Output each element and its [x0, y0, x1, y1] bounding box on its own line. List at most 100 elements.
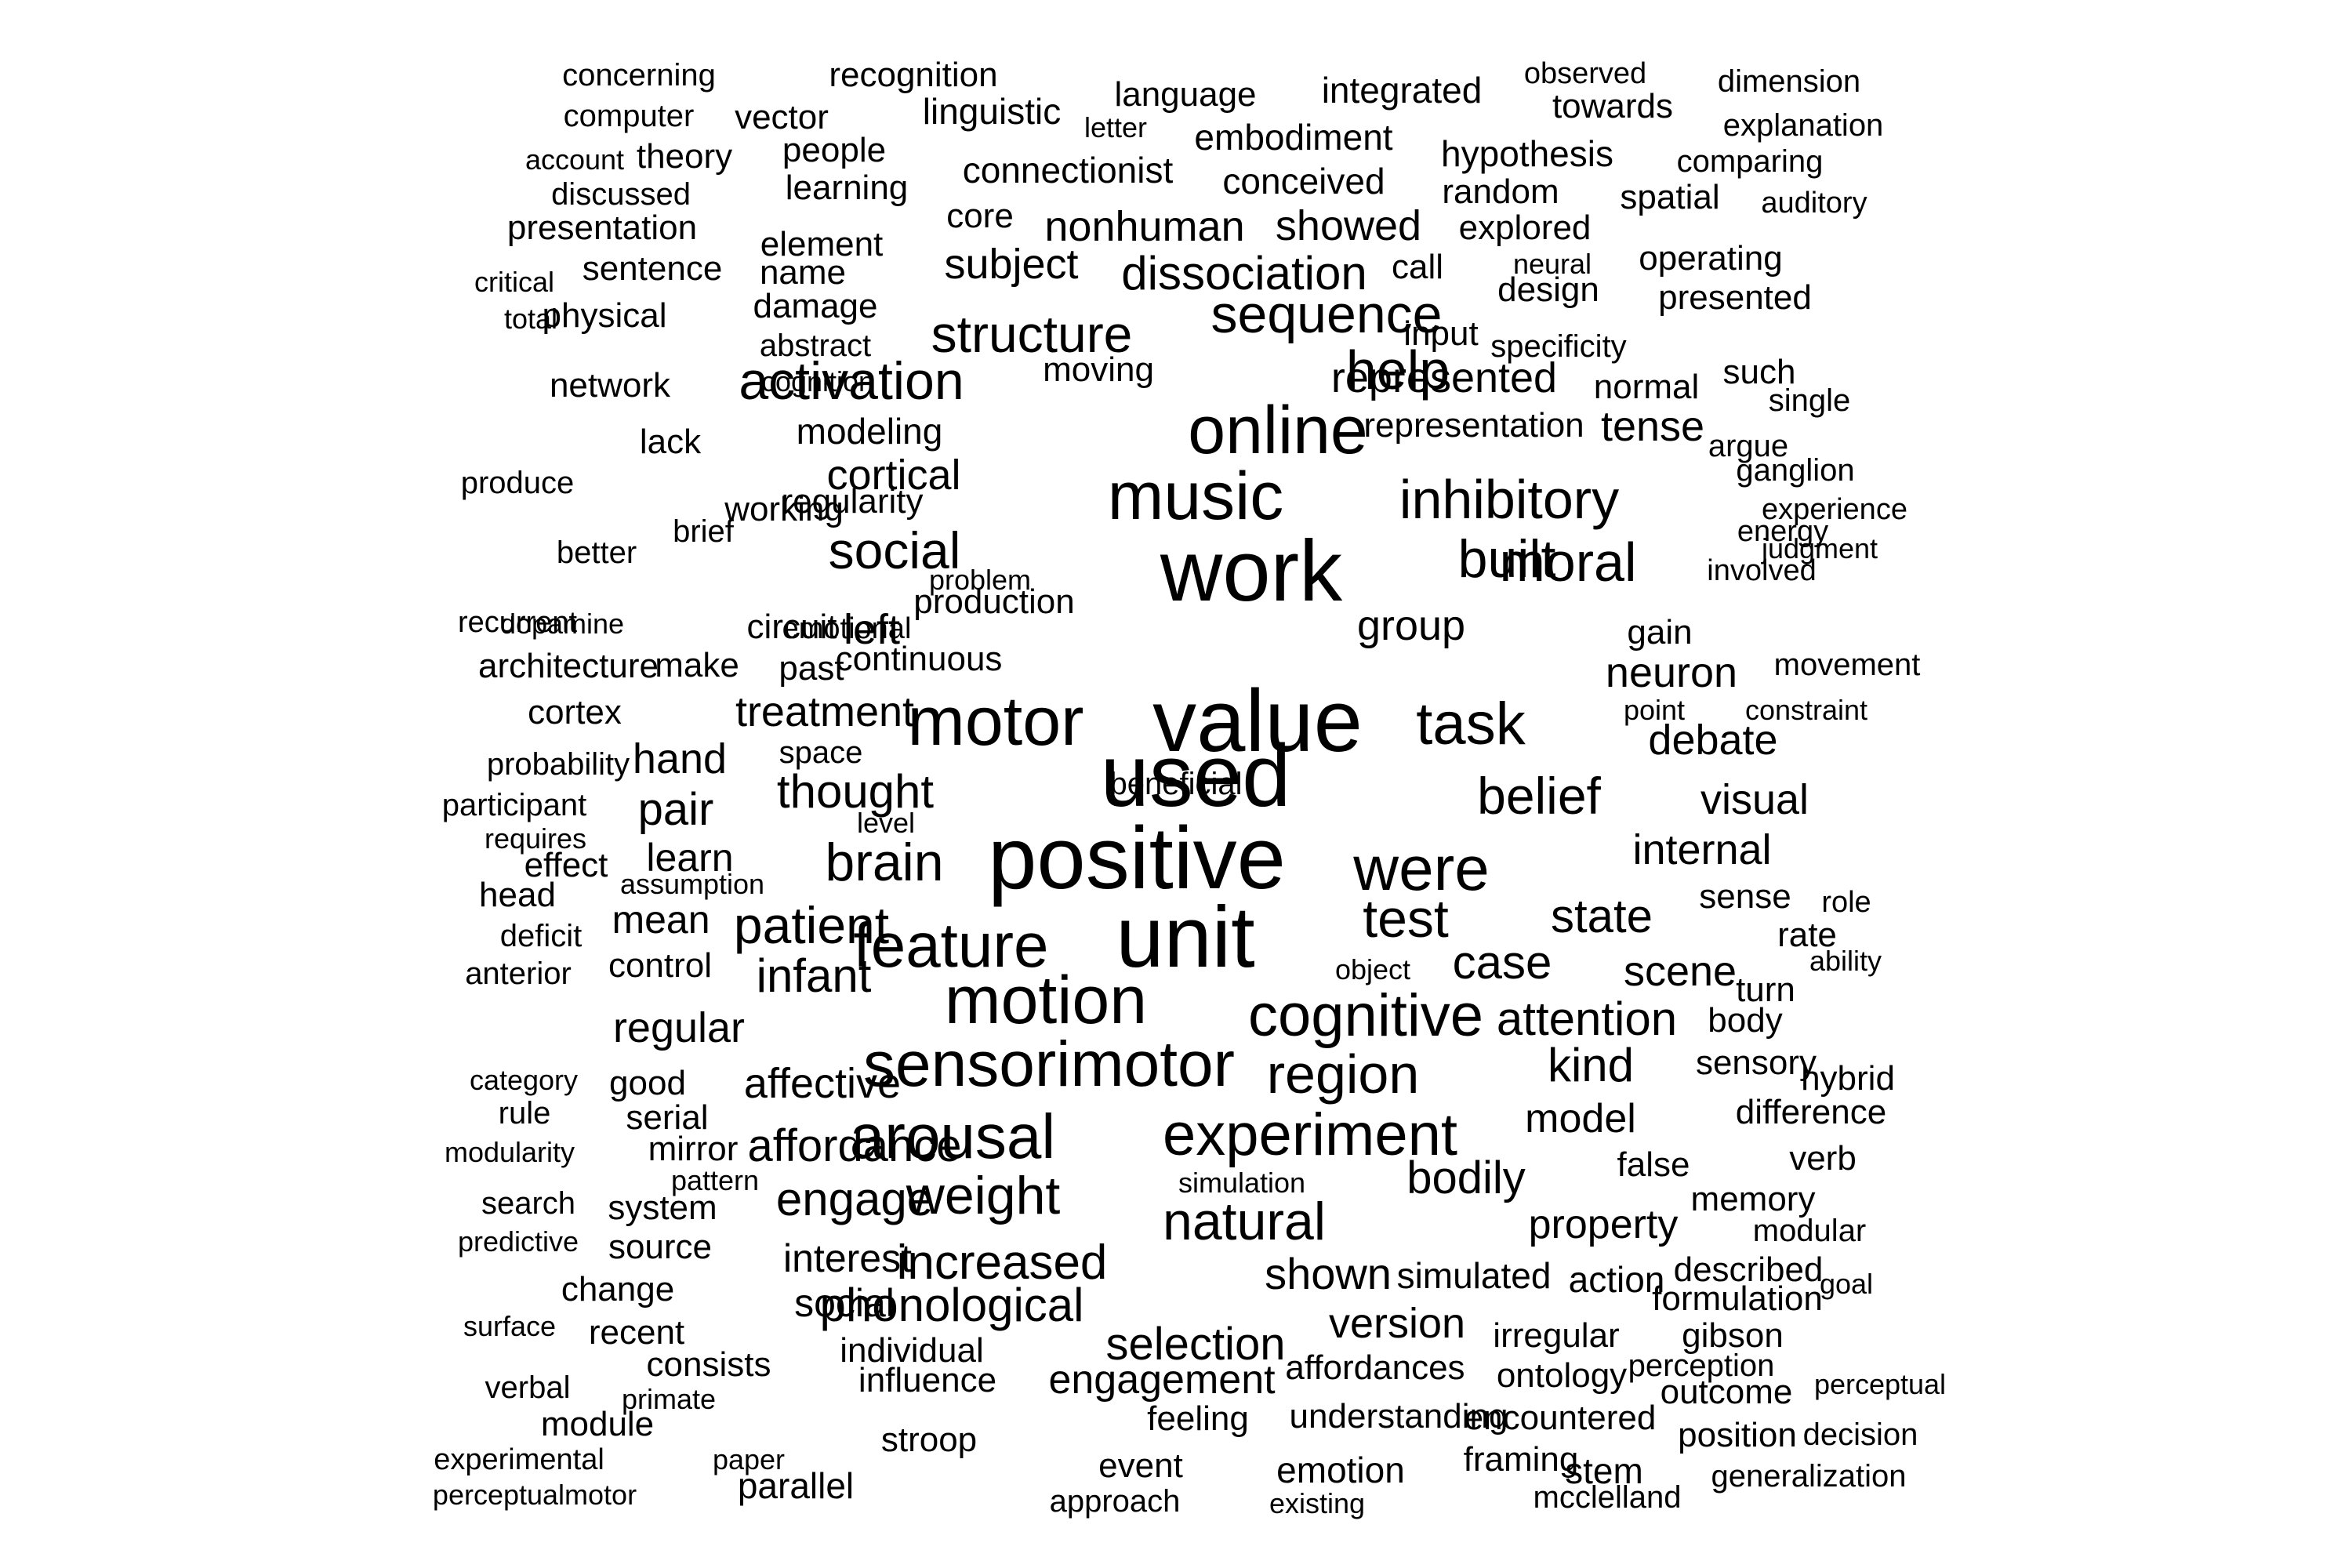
word: scene: [1623, 948, 1737, 995]
word: moral: [1499, 532, 1637, 593]
word: infant: [756, 949, 872, 1002]
word: abstract: [759, 328, 872, 363]
word: nonhuman: [1044, 203, 1245, 250]
word: social: [828, 521, 961, 579]
word: bodily: [1406, 1152, 1526, 1203]
word: visual: [1700, 776, 1809, 823]
word: paper: [712, 1443, 786, 1475]
word: framing: [1463, 1440, 1579, 1479]
word: motor: [907, 682, 1084, 760]
word: treatment: [735, 688, 915, 735]
word: space: [779, 735, 863, 770]
word: thought: [776, 765, 935, 818]
word: movement: [1773, 648, 1921, 682]
word: showed: [1275, 202, 1422, 249]
word: sensory: [1695, 1044, 1817, 1082]
word: motion: [944, 963, 1148, 1038]
word: interest: [783, 1236, 912, 1280]
word: test: [1363, 889, 1449, 949]
word: make: [655, 646, 739, 684]
word: simulation: [1178, 1167, 1306, 1199]
word: weight: [906, 1166, 1061, 1225]
word: conceived: [1222, 161, 1385, 201]
word: phonological: [819, 1279, 1084, 1331]
word: music: [1107, 459, 1284, 534]
word: constraint: [1744, 694, 1868, 726]
word: physical: [542, 296, 667, 335]
word: existing: [1269, 1487, 1366, 1519]
word: affordance: [747, 1120, 962, 1171]
word: selection: [1105, 1319, 1286, 1370]
word: kind: [1547, 1039, 1635, 1091]
word: position: [1678, 1416, 1797, 1454]
word: pair: [637, 784, 714, 835]
word: subject: [944, 241, 1079, 288]
word: event: [1098, 1446, 1183, 1485]
word: decision: [1802, 1417, 1918, 1452]
word: understanding: [1289, 1397, 1508, 1436]
word: architecture: [478, 647, 659, 685]
word: outcome: [1660, 1373, 1793, 1411]
word: primate: [621, 1383, 717, 1415]
word: operating: [1639, 239, 1783, 278]
word: mcclelland: [1533, 1480, 1682, 1515]
word: engagement: [1048, 1357, 1276, 1403]
word: inhibitory: [1399, 469, 1620, 530]
word: better: [556, 535, 637, 570]
word: ability: [1809, 945, 1882, 977]
word: brief: [673, 514, 734, 549]
word: built: [1457, 529, 1556, 589]
word: argue: [1708, 429, 1789, 463]
word: goal: [1819, 1268, 1874, 1300]
word: simulated: [1396, 1255, 1552, 1296]
word: were: [1353, 833, 1490, 903]
word: online: [1188, 393, 1368, 468]
word: presented: [1658, 278, 1812, 317]
word: used: [1100, 727, 1291, 825]
word: connectionist: [962, 150, 1174, 191]
word: rule: [498, 1096, 551, 1131]
word: surface: [463, 1310, 557, 1342]
word: regularity: [781, 482, 924, 521]
word: hand: [632, 735, 728, 782]
word: affective: [743, 1060, 902, 1107]
word: brain: [825, 833, 944, 892]
word: head: [479, 876, 556, 914]
word: dissociation: [1121, 247, 1367, 299]
word: influence: [858, 1361, 997, 1399]
word: continuous: [835, 640, 1003, 678]
word: cortical: [826, 452, 961, 499]
word: feeling: [1147, 1399, 1249, 1438]
word: sentence: [582, 249, 723, 288]
word: predictive: [457, 1225, 579, 1258]
word: case: [1452, 936, 1552, 989]
word: produce: [460, 466, 575, 500]
word: mirror: [648, 1130, 739, 1168]
word: account: [524, 143, 625, 176]
word: body: [1708, 1001, 1783, 1040]
word: such: [1722, 353, 1796, 391]
word: judgment: [1761, 532, 1878, 564]
word: approach: [1049, 1484, 1181, 1519]
word: control: [608, 946, 713, 985]
word: auditory: [1761, 187, 1867, 220]
word: assumption: [619, 868, 765, 900]
word: single: [1768, 383, 1851, 418]
word: good: [609, 1064, 686, 1102]
word: formulation: [1652, 1279, 1823, 1318]
word: letter: [1083, 111, 1148, 143]
word: network: [549, 366, 671, 405]
word: sense: [1699, 877, 1791, 916]
word: positive: [988, 809, 1286, 907]
word: social: [794, 1281, 895, 1325]
word: effect: [524, 846, 608, 884]
word: explanation: [1722, 108, 1884, 143]
word: stroop: [880, 1421, 978, 1459]
word: memory: [1690, 1180, 1816, 1218]
word: damage: [753, 287, 878, 325]
word: feature: [853, 910, 1049, 980]
word: emotional: [782, 612, 912, 645]
word: anterior: [465, 956, 572, 991]
word: modeling: [796, 411, 943, 452]
word: explored: [1458, 209, 1592, 247]
